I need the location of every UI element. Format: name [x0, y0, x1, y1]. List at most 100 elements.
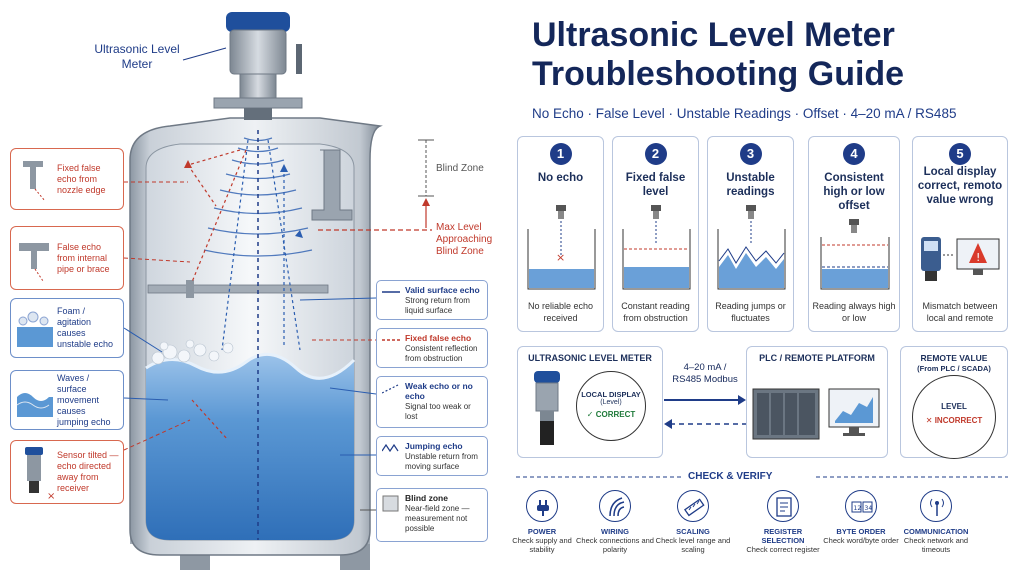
check-wiring: WIRING Check connections and polarity [575, 490, 655, 554]
mismatch-icon: ! [921, 237, 1000, 281]
callout-nozzle-echo: Fixed false echo from nozzle edge [10, 148, 124, 210]
card-desc: Reading jumps or fluctuates [715, 301, 786, 323]
card-title: Local display correct, remoto value wron… [917, 166, 1003, 206]
legend-blind-zone: Blind zone Near-field zone — measurement… [376, 488, 488, 542]
check-title: COMMUNICATION [903, 527, 969, 536]
callout-text: Sensor tilted — echo directed away from … [57, 450, 119, 493]
legend-desc: Strong return from liquid surface [405, 296, 470, 315]
meter-box-title: ULTRASONIC LEVEL METER [528, 353, 652, 363]
sensor-label: Ultrasonic Level Meter [94, 42, 180, 71]
check-desc: Check level range and scaling [655, 536, 731, 554]
dashed-line-icon [382, 339, 400, 341]
max-level-label: Max Level Approaching Blind Zone [436, 222, 493, 257]
local-level-label: (Level) [600, 399, 622, 406]
plc-box-title: PLC / REMOTE PLATFORM [759, 353, 875, 363]
svg-text:×: × [47, 491, 55, 502]
nozzle-icon [23, 161, 46, 202]
svg-text:×: × [556, 251, 565, 264]
card-number: 2 [644, 143, 667, 165]
remote-title: REMOTE VALUE [920, 353, 988, 363]
check-desc: Check connections and polarity [576, 536, 654, 554]
tank-false-level-icon [622, 205, 691, 290]
callout-pipe-echo: False echo from internal pipe or brace [10, 226, 124, 290]
check-title: POWER [527, 527, 557, 536]
remote-level-label: LEVEL [941, 402, 967, 411]
meter-box: ULTRASONIC LEVEL METER LOCAL DISPLAY (Le… [517, 346, 663, 458]
tank-no-echo-icon: × [527, 205, 596, 290]
svg-text:12: 12 [854, 505, 862, 512]
wiring-icon [609, 497, 625, 517]
callout-text: False echo from internal pipe or brace [57, 241, 110, 274]
legend-desc: Unstable return from moving surface [405, 452, 478, 471]
svg-text:!: ! [976, 251, 980, 264]
card-number: 5 [949, 143, 971, 165]
ruler-icon [684, 498, 705, 517]
card-title: Consistent high or low offset [823, 172, 885, 212]
legend-title: Fixed false echo [405, 333, 472, 343]
card-number: 3 [739, 143, 762, 165]
symptom-card-unstable: 3 Unstable readings Reading jumps or flu… [707, 136, 794, 332]
waves-icon [16, 393, 53, 417]
legend-title: Weak echo or no echo [405, 381, 473, 401]
callout-text: Foam / agitation causes unstable echo [57, 306, 114, 349]
card-desc: Reading always high or low [812, 301, 896, 323]
card-title: No echo [537, 172, 584, 184]
blind-zone-label: Blind Zone [436, 163, 484, 174]
local-display-circle: LOCAL DISPLAY (Level) ✓ CORRECT [576, 371, 646, 441]
local-display-label: LOCAL DISPLAY [581, 390, 641, 399]
foam-icon [17, 311, 53, 347]
check-power: POWER Check supply and stability [502, 490, 582, 554]
zigzag-icon [382, 443, 399, 453]
check-desc: Check network and timeouts [903, 536, 969, 554]
remote-value-box: REMOTE VALUE (From PLC / SCADA) LEVEL ✕ … [900, 346, 1008, 459]
symptom-card-fixed-false-level: 2 Fixed false level Constant reading fro… [612, 136, 699, 332]
symptom-card-offset: 4 Consistent high or low offset Reading … [808, 136, 900, 332]
plc-icon [752, 388, 880, 440]
check-title: SCALING [676, 527, 710, 536]
sensor-icon [534, 371, 560, 445]
callout-text: Waves / surface movement causes jumping … [57, 372, 111, 427]
legend-weak-echo: Weak echo or no echo Signal too weak or … [376, 376, 488, 428]
dotted-arrow-icon [382, 384, 399, 394]
check-divider [516, 476, 1008, 478]
legend-title: Valid surface echo [405, 285, 480, 295]
check-register: REGISTER SELECTION Check correct registe… [743, 490, 823, 554]
tilted-sensor-icon: × [25, 447, 55, 502]
check-title: WIRING [601, 527, 629, 536]
link-arrows [664, 395, 746, 429]
callout-text: Fixed false echo from nozzle edge [57, 162, 106, 195]
legend-desc: Consistent reflection from obstruction [405, 344, 478, 363]
card-desc: Mismatch between local and remote [922, 301, 998, 323]
svg-text:34: 34 [865, 505, 873, 512]
remote-level-circle: LEVEL ✕ INCORRECT [912, 375, 996, 459]
check-desc: Check supply and stability [512, 536, 572, 554]
check-communication: COMMUNICATION Check network and timeouts [896, 490, 976, 554]
card-number: 1 [549, 143, 572, 165]
check-desc: Check word/byte order [823, 536, 899, 545]
link-label: 4–20 mA / RS485 Modbus [672, 362, 738, 385]
register-icon [776, 497, 792, 517]
symptom-card-remote-mismatch: ! 5 Local display correct, remoto value … [912, 136, 1008, 332]
tank-illustration [123, 12, 434, 570]
legend-desc: Signal too weak or lost [405, 402, 471, 421]
pipe-icon [19, 243, 49, 282]
check-title: REGISTER SELECTION [761, 527, 805, 545]
incorrect-label: INCORRECT [934, 416, 983, 425]
hatched-square-icon [382, 495, 399, 512]
page-subtitle: No Echo · False Level · Unstable Reading… [532, 106, 957, 121]
plc-box: PLC / REMOTE PLATFORM [746, 346, 888, 458]
legend-valid-echo: Valid surface echo Strong return from li… [376, 280, 488, 320]
check-scaling: SCALING Check level range and scaling [653, 490, 733, 554]
page-title: Ultrasonic Level Meter Troubleshooting G… [532, 16, 905, 93]
symptom-card-no-echo: × 1 No echo No reliable echo received [517, 136, 604, 332]
legend-title: Jumping echo [405, 441, 463, 451]
callout-tilted-sensor: × Sensor tilted — echo directed away fro… [10, 440, 124, 504]
card-desc: No reliable echo received [527, 301, 594, 323]
antenna-icon [930, 498, 944, 516]
solid-line-icon [382, 291, 400, 293]
legend-false-echo: Fixed false echo Consistent reflection f… [376, 328, 488, 368]
legend-title: Blind zone [405, 493, 448, 503]
tank-offset-icon [820, 219, 890, 290]
